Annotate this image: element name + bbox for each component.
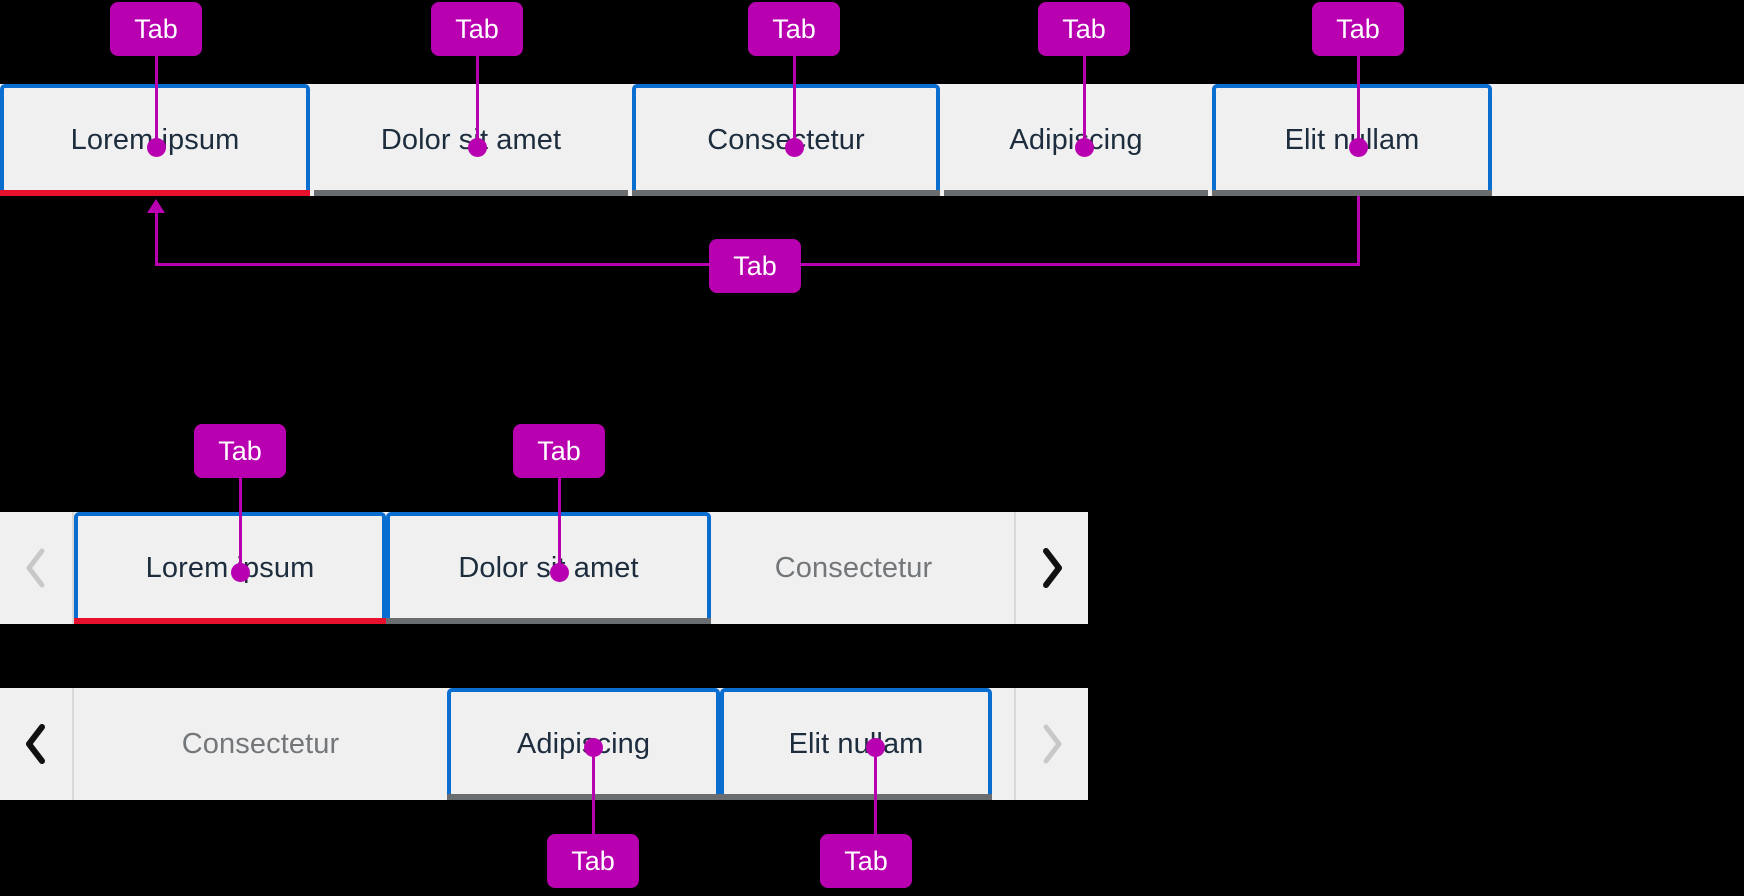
annotation-badge[interactable]: Tab — [431, 2, 523, 56]
tab-indicator — [632, 190, 940, 196]
tab-indicator — [314, 190, 628, 196]
tab-lorem-ipsum[interactable]: Lorem ipsum — [74, 512, 386, 624]
annotation-badge-label: Tab — [844, 845, 888, 876]
chevron-right-icon — [1043, 548, 1062, 588]
tab-lorem-ipsum[interactable]: Lorem ipsum — [0, 84, 310, 196]
scroll-next-button[interactable] — [1014, 688, 1088, 800]
annotation-badge[interactable]: Tab — [820, 834, 912, 888]
tab-adipiscing[interactable]: Adipiscing — [447, 688, 720, 800]
annotation-leader-line — [155, 263, 1360, 266]
tab-selected-indicator — [74, 618, 386, 624]
full-tab-bar: Lorem ipsum Dolor sit amet Consectetur A… — [0, 84, 1744, 196]
chevron-left-icon — [26, 724, 45, 764]
annotation-badge[interactable]: Tab — [110, 2, 202, 56]
tab-consectetur[interactable]: Consectetur — [632, 84, 940, 196]
annotation-badge-label: Tab — [1062, 13, 1106, 44]
annotation-badge-label: Tab — [733, 250, 777, 281]
annotation-badge[interactable]: Tab — [709, 239, 801, 293]
tab-selected-indicator — [0, 190, 310, 196]
tab-indicator — [78, 794, 443, 800]
annotation-badge[interactable]: Tab — [547, 834, 639, 888]
tab-label: Adipiscing — [516, 727, 651, 760]
tab-elit-nullam[interactable]: Elit nullam — [1212, 84, 1492, 196]
tab-label: Dolor sit amet — [458, 551, 639, 584]
tab-label: Lorem ipsum — [70, 123, 240, 156]
overflow-tab-bar-end: Consectetur Adipiscing Elit nullam — [0, 688, 1088, 800]
tab-adipiscing[interactable]: Adipiscing — [940, 84, 1212, 196]
tab-label: Consectetur — [181, 727, 340, 760]
annotation-badge-label: Tab — [218, 435, 262, 466]
scroll-prev-button[interactable] — [0, 512, 74, 624]
annotation-badge-label: Tab — [134, 13, 178, 44]
tab-dolor-sit-amet[interactable]: Dolor sit amet — [386, 512, 711, 624]
tab-bar-filler — [1492, 84, 1744, 196]
annotation-badge[interactable]: Tab — [1312, 2, 1404, 56]
annotation-badge-label: Tab — [1336, 13, 1380, 44]
tab-label: Elit nullam — [788, 727, 924, 760]
chevron-right-icon — [1043, 724, 1062, 764]
tab-label: Elit nullam — [1284, 123, 1420, 156]
tab-indicator — [944, 190, 1208, 196]
annotation-leader-line — [155, 210, 158, 265]
overflow-tab-bar-start: Lorem ipsum Dolor sit amet Consectetur — [0, 512, 1088, 624]
annotation-badge-label: Tab — [772, 13, 816, 44]
chevron-left-icon — [26, 548, 45, 588]
tab-label: Consectetur — [707, 123, 865, 156]
tab-label: Lorem ipsum — [145, 551, 315, 584]
scroll-next-button[interactable] — [1014, 512, 1088, 624]
annotation-badge-label: Tab — [455, 13, 499, 44]
tab-indicator — [715, 618, 992, 624]
tab-consectetur[interactable]: Consectetur — [74, 688, 447, 800]
scroll-prev-button[interactable] — [0, 688, 74, 800]
tab-consectetur[interactable]: Consectetur — [711, 512, 996, 624]
annotation-badge[interactable]: Tab — [748, 2, 840, 56]
tab-indicator — [1212, 190, 1492, 196]
annotation-leader-line — [1357, 196, 1360, 266]
tab-indicator — [447, 794, 720, 800]
tab-indicator — [720, 794, 992, 800]
tab-indicator — [386, 618, 711, 624]
tab-label: Dolor sit amet — [380, 123, 562, 156]
annotation-badge[interactable]: Tab — [513, 424, 605, 478]
tab-dolor-sit-amet[interactable]: Dolor sit amet — [310, 84, 632, 196]
annotation-badge-label: Tab — [571, 845, 615, 876]
tab-label: Adipiscing — [1009, 123, 1143, 156]
tab-elit-nullam[interactable]: Elit nullam — [720, 688, 992, 800]
tab-label: Consectetur — [774, 551, 933, 584]
annotation-badge[interactable]: Tab — [194, 424, 286, 478]
annotation-arrowhead — [147, 199, 165, 213]
annotation-badge[interactable]: Tab — [1038, 2, 1130, 56]
annotation-badge-label: Tab — [537, 435, 581, 466]
